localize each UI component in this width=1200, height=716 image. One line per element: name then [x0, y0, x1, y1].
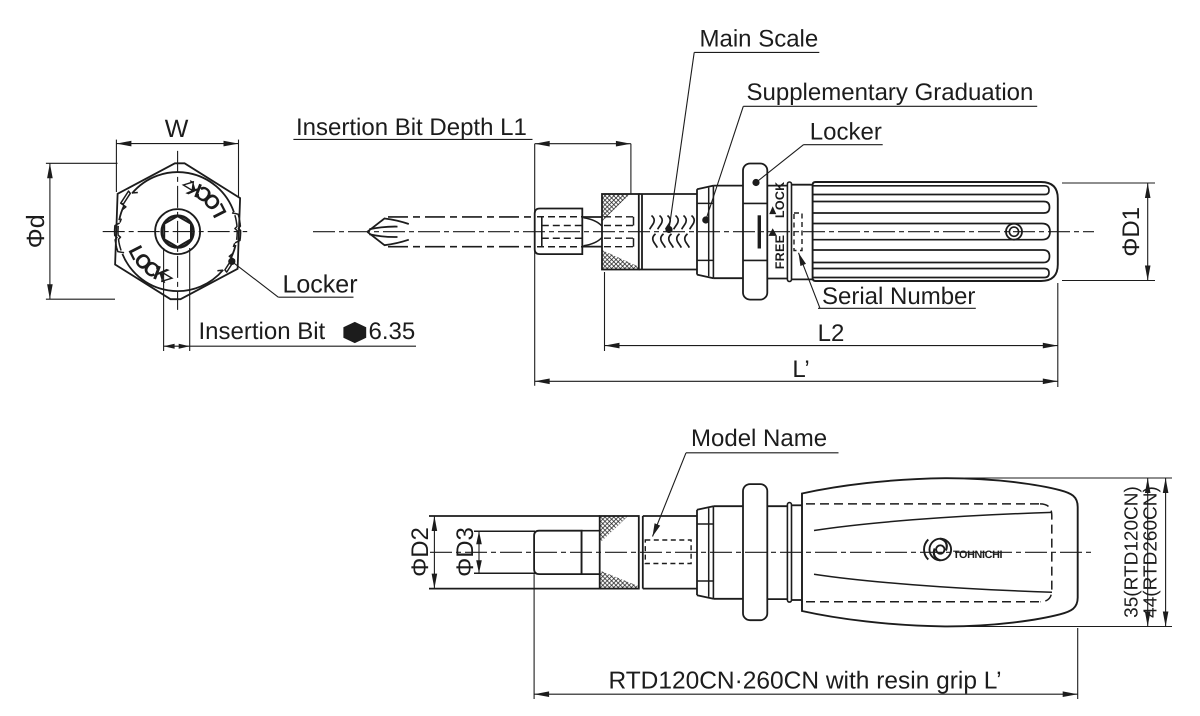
svg-text:6.35: 6.35 [369, 318, 416, 345]
svg-text:LOCK: LOCK [773, 181, 787, 218]
svg-text:Locker: Locker [810, 118, 882, 145]
svg-text:Insertion Bit Depth L1: Insertion Bit Depth L1 [296, 114, 527, 141]
svg-text:W: W [165, 115, 189, 143]
svg-text:Serial Number: Serial Number [822, 283, 975, 310]
svg-text:TOHNICHI: TOHNICHI [953, 549, 1003, 561]
svg-text:Model Name: Model Name [691, 425, 827, 452]
svg-text:Insertion Bit: Insertion Bit [199, 318, 326, 345]
svg-text:L’: L’ [792, 356, 809, 383]
svg-text:Main Scale: Main Scale [700, 25, 819, 52]
svg-text:RTD120CN·260CN with resin grip: RTD120CN·260CN with resin grip L’ [608, 667, 1001, 694]
svg-text:ΦD1: ΦD1 [1118, 207, 1145, 257]
svg-text:Φd: Φd [22, 214, 50, 248]
svg-text:L2: L2 [818, 320, 845, 347]
svg-text:FREE: FREE [773, 235, 787, 270]
svg-text:Locker: Locker [283, 271, 358, 299]
svg-text:ΦD3: ΦD3 [452, 527, 479, 577]
svg-text:Supplementary Graduation: Supplementary Graduation [747, 79, 1034, 106]
svg-text:44(RTD260CN): 44(RTD260CN) [1141, 486, 1162, 618]
svg-text:ΦD2: ΦD2 [407, 527, 434, 577]
svg-text:35(RTD120CN): 35(RTD120CN) [1122, 486, 1143, 618]
